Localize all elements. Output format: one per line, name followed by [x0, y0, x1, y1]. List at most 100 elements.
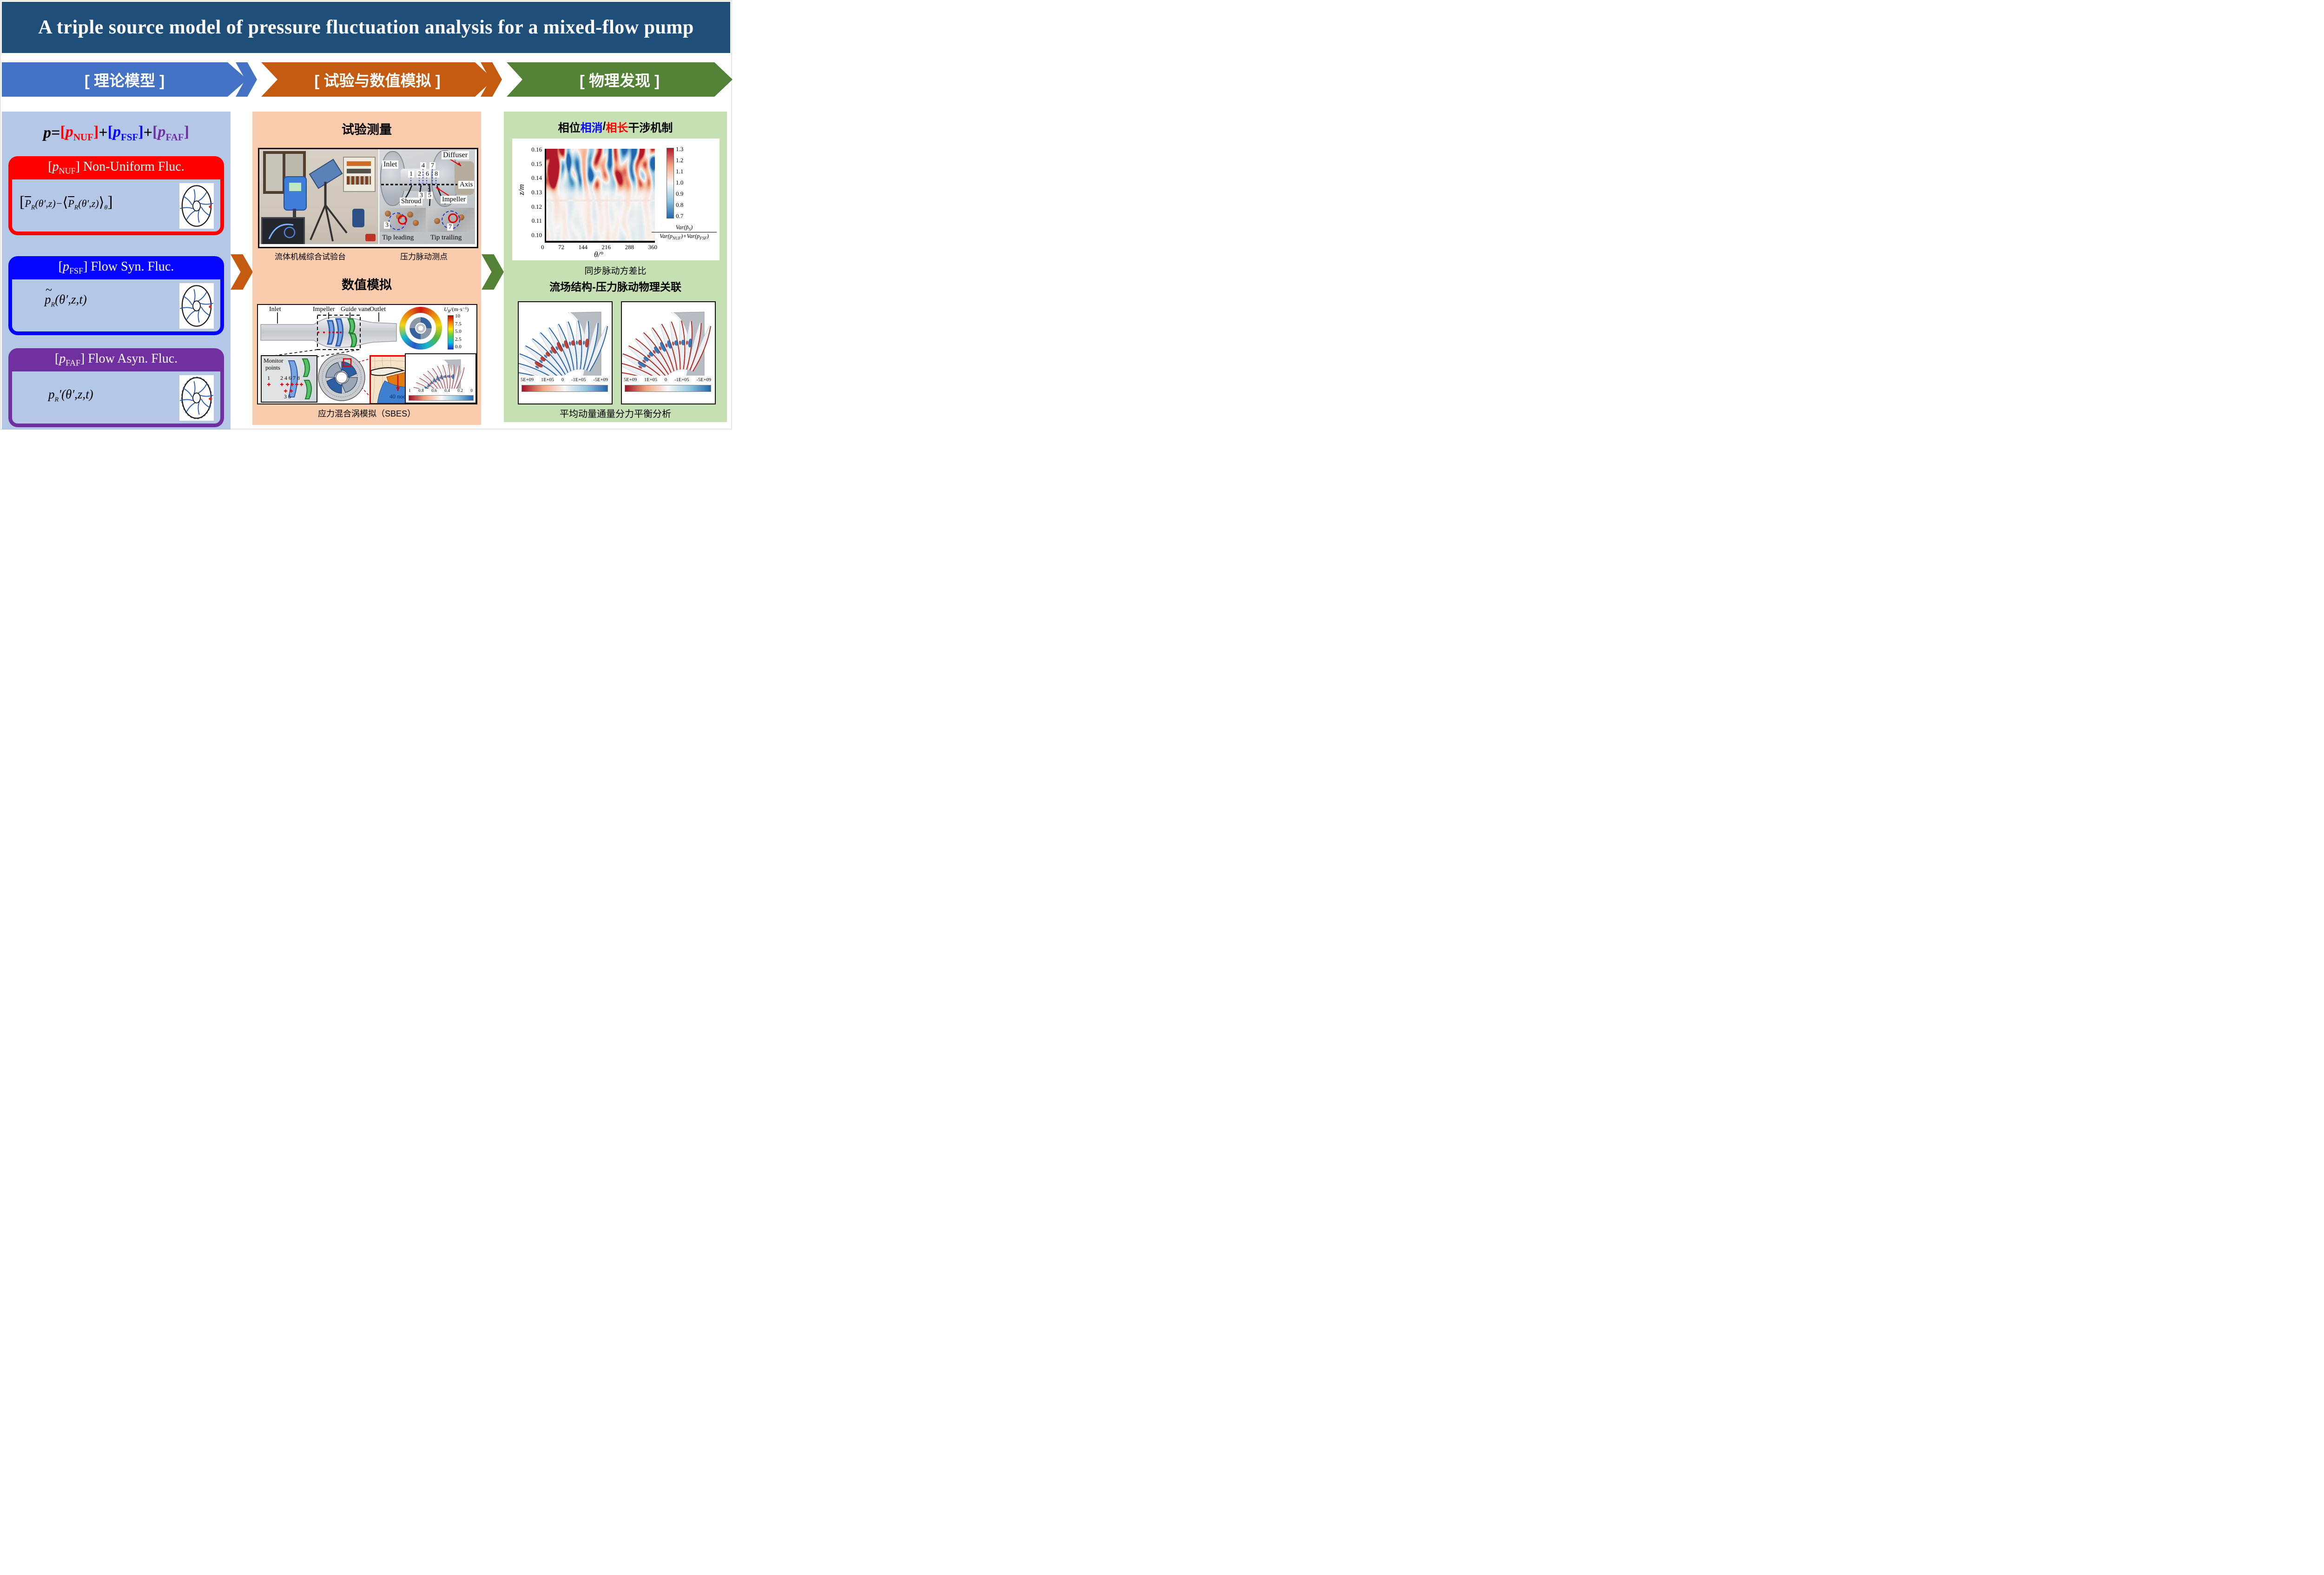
banner-experiment-simulation: [ 试验与数值模拟 ] — [261, 62, 494, 97]
triple-source-equation: p = [pNUF] + [pFSF] + [pFAF] — [2, 120, 231, 146]
cascade-cb-tick: 0.4 — [444, 389, 450, 393]
monitor-points-art — [267, 358, 312, 399]
point-7-label: 7 — [429, 162, 436, 170]
numerical-simulation-heading: 数值模拟 — [342, 278, 392, 292]
eq-term-faf: [pFAF] — [152, 123, 189, 143]
cb-label-denominator: Var(pNUF)+Var(pFSF) — [652, 232, 717, 240]
cb-label-numerator: Var(p̃S) — [675, 224, 693, 232]
heatmap-xtick: 360 — [648, 244, 658, 251]
heatmap-plot — [545, 149, 655, 243]
sim-outlet-label: Outlet — [370, 306, 386, 313]
heatmap-colorbar-label: Var(p̃S) Var(pNUF)+Var(pFSF) — [652, 224, 717, 240]
nuf-box-body: [PR(θ′,z)−⟨PR(θ′,z)⟩θ] — [8, 179, 224, 235]
momentum-cb-tick: 1E+05 — [541, 377, 555, 383]
tripod — [310, 182, 348, 242]
vortex-ring — [399, 307, 442, 350]
eq-plus1: + — [99, 124, 108, 141]
inlet-label: Inlet — [382, 160, 399, 169]
points-caption: 压力脉动测点 — [400, 252, 448, 261]
heatmap-xlabel: θ/° — [594, 250, 603, 259]
faf-box: [pFAF] Flow Asyn. Fluc. pR′(θ′,z,t) — [8, 348, 224, 427]
heatmap-cb-tick: 0.8 — [676, 201, 684, 208]
banner-theory-model: [ 理论模型 ] — [2, 62, 247, 97]
faf-box-header: [pFAF] Flow Asyn. Fluc. — [8, 348, 224, 371]
heatmap-cb-tick: 1.3 — [676, 146, 684, 152]
momentum-cb-tick: -5E+09 — [593, 377, 608, 383]
sbes-figure: Inlet Impeller Guide vane Outlet — [257, 304, 477, 404]
arrow-experiment-to-findings-icon — [482, 254, 504, 290]
test-measurement-heading: 试验测量 — [342, 122, 392, 137]
hp-phase: 相位 — [558, 121, 581, 134]
red-valve — [365, 234, 376, 241]
impeller-icon — [179, 283, 214, 329]
impeller-label: Impeller — [441, 196, 467, 204]
vortex-cb-title: UR/(m·s⁻¹) — [444, 306, 469, 314]
flowmeter — [284, 176, 307, 211]
page-title: A triple source model of pressure fluctu… — [38, 17, 694, 38]
arrow-theory-to-experiment-icon — [231, 254, 253, 290]
momentum-cb-tick: 5E+09 — [624, 377, 637, 383]
hp-destructive: 相消 — [580, 121, 603, 134]
vortex-cb-tick: 7.5 — [455, 321, 462, 327]
nuf-formula: [PR(θ′,z)−⟨PR(θ′,z)⟩θ] — [20, 193, 113, 212]
vortex-cb-tick: 5.0 — [455, 329, 462, 334]
tip-leading-photo: 3 — [380, 208, 426, 232]
heatmap-ytick: 0.11 — [531, 217, 542, 225]
tip3-badge: 3 — [384, 222, 390, 229]
test-rig-photo — [259, 149, 378, 244]
heatmap-cb-tick: 1.2 — [676, 157, 684, 164]
faf-box-body: pR′(θ′,z,t) — [8, 371, 224, 427]
monitor-line2: points — [265, 364, 280, 371]
experiment-column: 试验测量 — [252, 112, 481, 425]
momentum-cb-tick: 1E+05 — [644, 377, 658, 383]
graphical-abstract: A triple source model of pressure fluctu… — [0, 0, 733, 430]
variance-ratio-label: 同步脉动方差比 — [584, 266, 647, 276]
eq-equals: = — [51, 124, 60, 141]
heatmap-ytick: 0.15 — [531, 160, 542, 167]
monitor-line1: Monitor — [264, 357, 284, 364]
hp-mechanism: 干涉机制 — [628, 121, 673, 134]
fsf-box-header: [pFSF] Flow Syn. Fluc. — [8, 256, 224, 279]
impeller-icon — [179, 375, 214, 421]
tip7-badge: 7 — [447, 224, 453, 231]
momentum-cb-tick: -5E+09 — [696, 377, 711, 383]
heatmap-xtick: 0 — [541, 244, 544, 251]
fsf-box-body: ~pR(θ′,z,t) — [8, 279, 224, 335]
momentum-colorbar-left — [522, 385, 608, 392]
window-pane — [266, 154, 283, 191]
monitor-nums-row: 2 4 6 7 8 — [280, 375, 300, 381]
tip-leading-caption: Tip leading — [382, 234, 414, 241]
sim-inlet-label: Inlet — [269, 306, 281, 313]
fsf-box: [pFSF] Flow Syn. Fluc. ~pR(θ′,z,t) — [8, 256, 224, 335]
vortex-cb-tick: 2.5 — [455, 336, 462, 342]
association-heading: 流场结构-压力脉动物理关联 — [549, 281, 681, 293]
heatmap-xtick: 144 — [578, 244, 588, 251]
eq-p: p — [43, 124, 52, 141]
fsf-formula: ~pR(θ′,z,t) — [45, 283, 87, 309]
heatmap-ytick: 0.12 — [531, 203, 542, 210]
monitor-nums-bottom: 3 5 — [284, 393, 291, 400]
heatmap-xtick: 216 — [601, 244, 611, 251]
faf-formula: pR′(θ′,z,t) — [48, 387, 93, 404]
point-3-label: 3 — [418, 192, 424, 199]
point-4-label: 4 — [420, 162, 426, 170]
point-8-label: 8 — [433, 171, 439, 178]
interference-heading: 相位相消 / 相长干涉机制 — [504, 117, 727, 136]
heatmap-xtick: 72 — [558, 244, 564, 251]
momentum-cb-tick: 0 — [561, 377, 564, 383]
heatmap-colorbar — [667, 148, 674, 218]
heatmap-cb-tick: 0.9 — [676, 190, 684, 197]
theory-column: p = [pNUF] + [pFSF] + [pFAF] [pNUF] Non-… — [2, 112, 231, 430]
momentum-caption: 平均动量通量分力平衡分析 — [560, 409, 671, 419]
monitor-points-inset: Monitor points 1 2 4 6 7 8 3 5 — [261, 355, 317, 403]
heatmap-ylabel: z/m — [516, 184, 526, 195]
cascade-cb-tick: 0.6 — [431, 389, 437, 393]
pump-schematic — [260, 312, 397, 350]
